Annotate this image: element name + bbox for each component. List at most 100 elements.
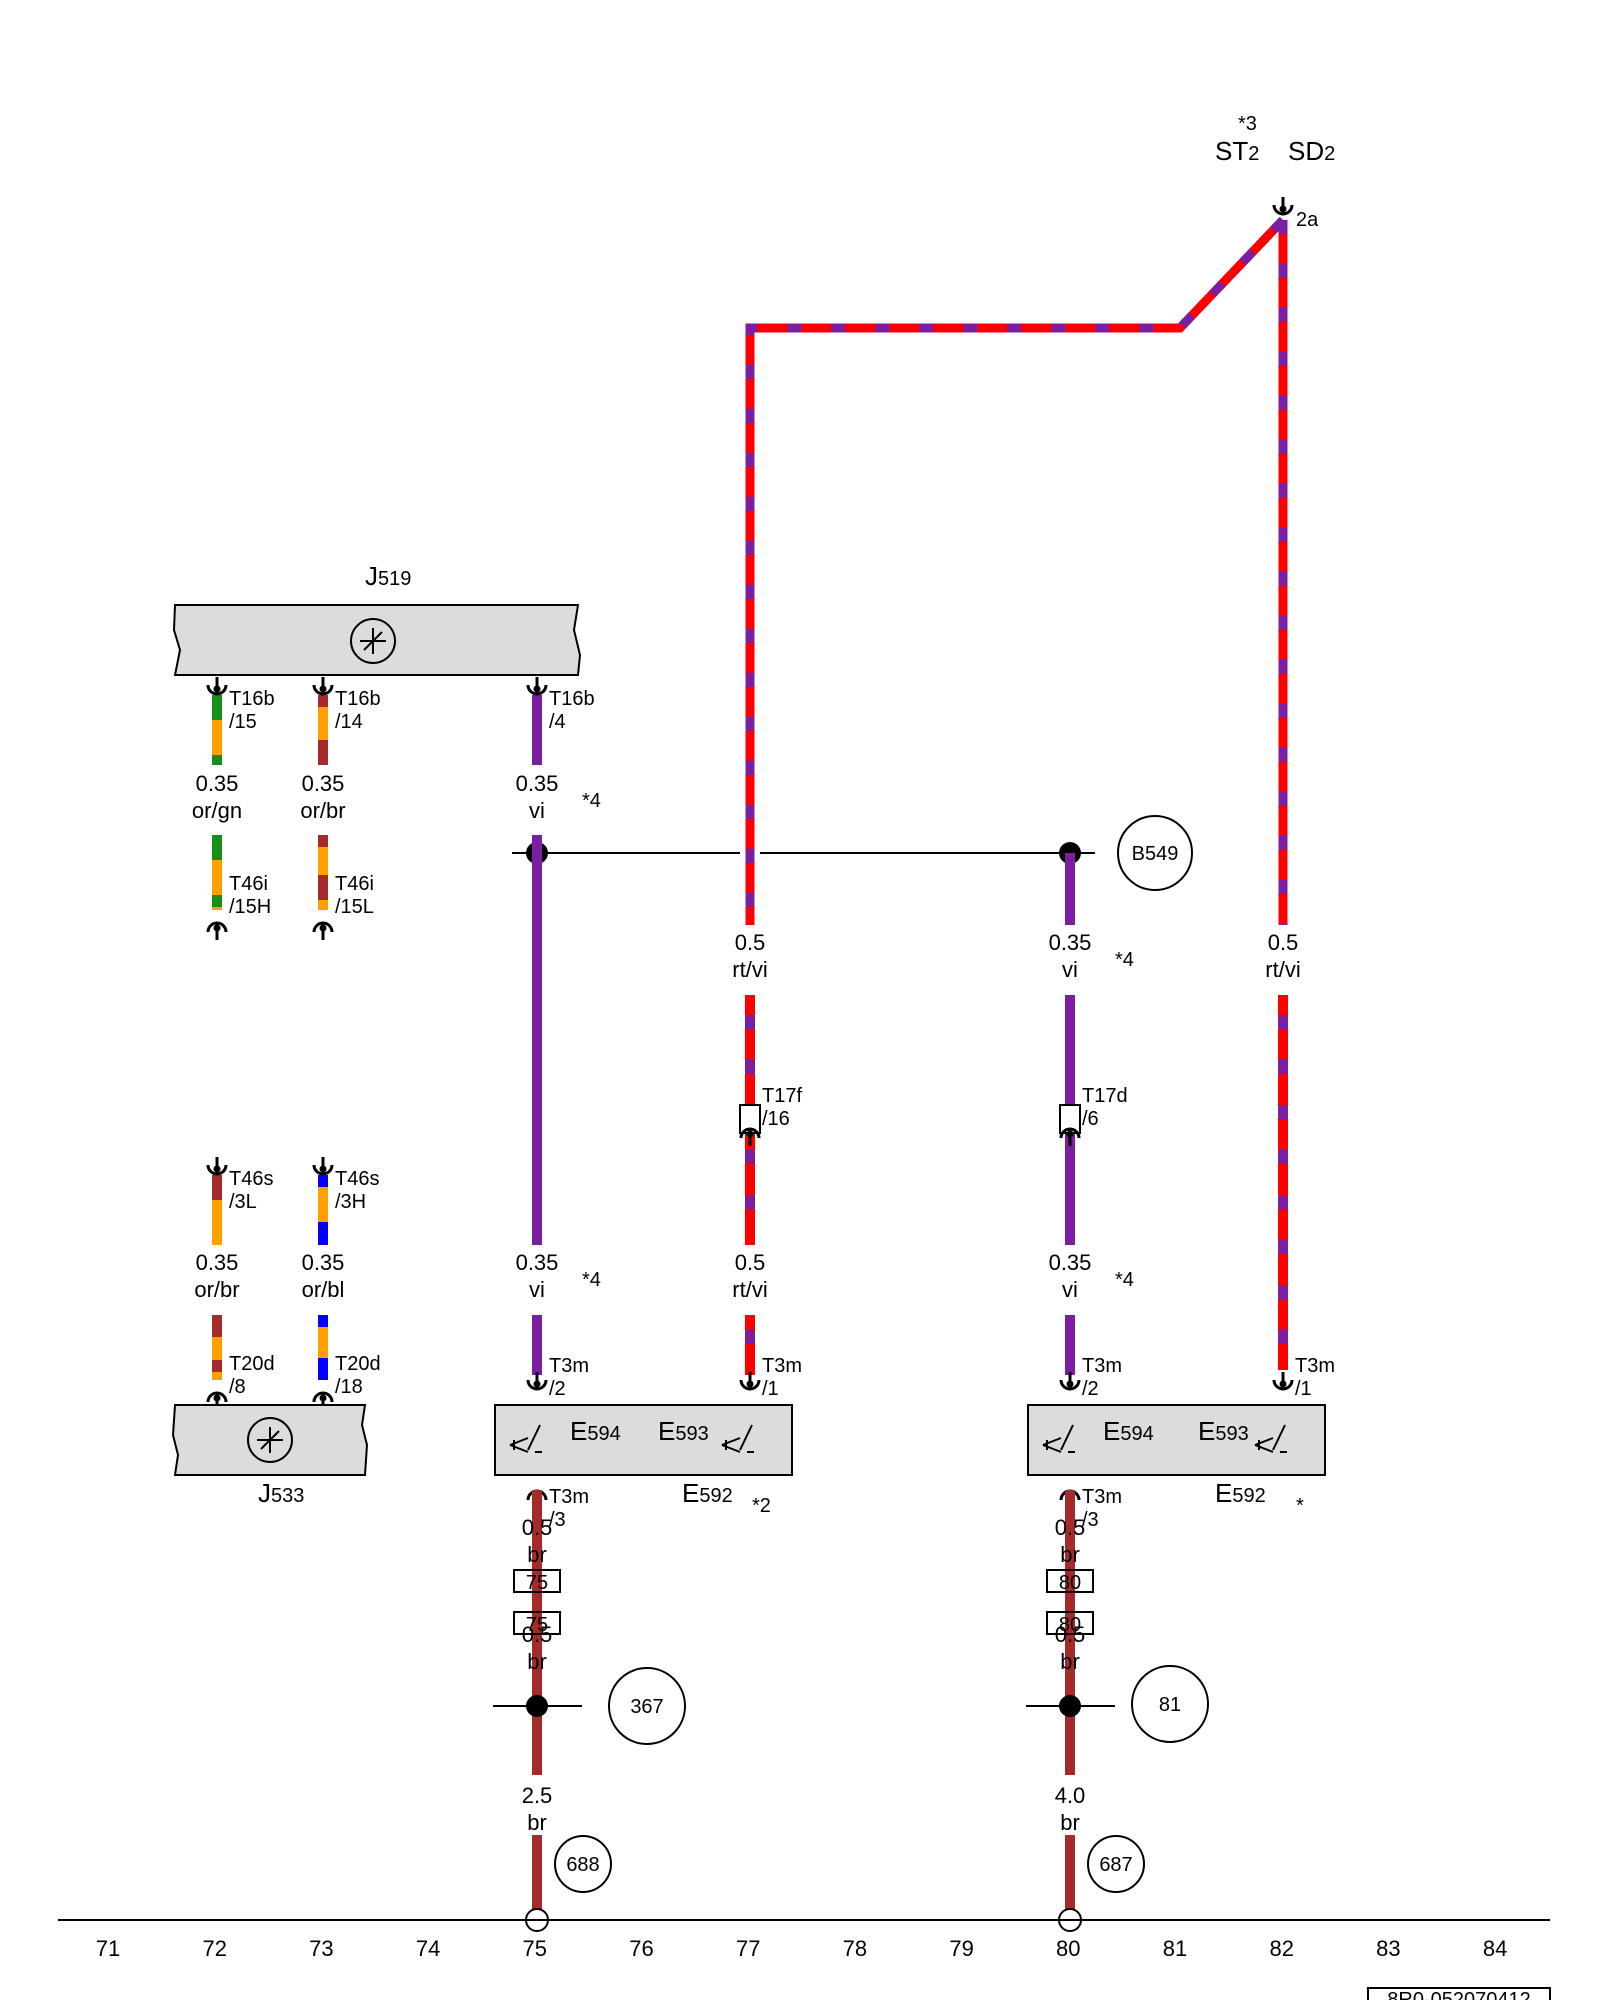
svg-text:br: br [527, 1810, 547, 1835]
svg-text:E592: E592 [682, 1478, 733, 1508]
st2-label: ST2 [1215, 136, 1259, 166]
wire-rt-vi-right [1278, 995, 1288, 1370]
svg-text:rt/vi: rt/vi [732, 1277, 767, 1302]
svg-text:br: br [1060, 1542, 1080, 1567]
scale-label: 75 [523, 1936, 547, 1961]
svg-text:*: * [1296, 1495, 1304, 1517]
svg-text:*4: *4 [582, 1269, 601, 1291]
svg-text:0.5: 0.5 [1055, 1622, 1086, 1647]
scale-label: 73 [309, 1936, 333, 1961]
svg-text:0.35: 0.35 [302, 1250, 345, 1275]
svg-text:0.35: 0.35 [516, 1250, 559, 1275]
svg-text:80: 80 [1059, 1614, 1081, 1636]
svg-text:/1: /1 [1295, 1378, 1312, 1400]
ground-left: 0.5 br 75 75 0.5 br 367 2.5 br 688 [493, 1490, 686, 1932]
svg-text:0.35: 0.35 [1049, 930, 1092, 955]
svg-text:E593: E593 [1198, 1416, 1249, 1446]
svg-text:0.5: 0.5 [735, 1250, 766, 1275]
svg-text:T46i: T46i [229, 873, 268, 895]
scale-label: 83 [1376, 1936, 1400, 1961]
doc-id-box: 8R0-052070412 [1367, 1987, 1551, 2000]
svg-text:0.5: 0.5 [1055, 1515, 1086, 1540]
svg-text:T46s: T46s [229, 1168, 273, 1190]
scale-label: 84 [1483, 1936, 1507, 1961]
scale-label: 82 [1269, 1936, 1293, 1961]
svg-text:rt/vi: rt/vi [1265, 957, 1300, 982]
svg-text:/2: /2 [1082, 1378, 1099, 1400]
j519-label: J519 [365, 561, 411, 591]
scale-label: 79 [949, 1936, 973, 1961]
svg-text:0.35: 0.35 [516, 771, 559, 796]
svg-text:*4: *4 [582, 790, 601, 812]
svg-text:or/br: or/br [194, 1277, 239, 1302]
svg-text:T3m: T3m [1082, 1486, 1122, 1508]
svg-text:/4: /4 [549, 711, 566, 733]
j519-pin-4: T16b /4 0.35 vi *4 [516, 675, 601, 823]
svg-text:0.5: 0.5 [522, 1622, 553, 1647]
svg-text:E594: E594 [570, 1416, 621, 1446]
t46s-3l: T46s /3L 0.35 or/br [194, 1155, 273, 1302]
svg-text:T3m: T3m [549, 1355, 589, 1377]
module-right: T3m /2 T3m /1 E594 E593 T3m /3 E592 * [1027, 1355, 1335, 1531]
svg-text:E592: E592 [1215, 1478, 1266, 1508]
svg-text:T46s: T46s [335, 1168, 379, 1190]
top-pin-connector [1272, 195, 1294, 217]
svg-text:T3m: T3m [1082, 1355, 1122, 1377]
svg-text:75: 75 [526, 1614, 548, 1636]
j533-module: J533 [171, 1404, 369, 1508]
svg-text:E594: E594 [1103, 1416, 1154, 1446]
svg-text:T16b: T16b [229, 688, 275, 710]
svg-text:/8: /8 [229, 1376, 246, 1398]
svg-text:75: 75 [526, 1572, 548, 1594]
svg-text:T20d: T20d [229, 1353, 275, 1375]
svg-text:/15L: /15L [335, 896, 374, 918]
svg-text:/3: /3 [1082, 1509, 1099, 1531]
t20d-18: T20d /18 [312, 1315, 381, 1412]
top-supply: *3 ST2 SD2 2a [1215, 113, 1335, 231]
j533-label: J533 [258, 1478, 304, 1508]
scale-label: 72 [202, 1936, 226, 1961]
svg-text:*4: *4 [1115, 1269, 1134, 1291]
wire-rt-vi-main [745, 216, 1288, 925]
svg-text:/18: /18 [335, 1376, 363, 1398]
svg-text:vi: vi [1062, 1277, 1078, 1302]
svg-text:/3: /3 [549, 1509, 566, 1531]
svg-text:/6: /6 [1082, 1108, 1099, 1130]
wire-vi-left [532, 835, 542, 1245]
svg-text:br: br [527, 1542, 547, 1567]
svg-text:T17d: T17d [1082, 1085, 1128, 1107]
t46s-3h: T46s /3H 0.35 or/bl [302, 1155, 379, 1302]
svg-text:T3m: T3m [762, 1355, 802, 1377]
svg-text:vi: vi [529, 1277, 545, 1302]
svg-text:T3m: T3m [549, 1486, 589, 1508]
top-ref-note: *3 [1238, 113, 1257, 135]
svg-text:0.35: 0.35 [302, 771, 345, 796]
svg-text:687: 687 [1099, 1854, 1132, 1876]
svg-text:80: 80 [1059, 1572, 1081, 1594]
t46i-15l: T46i /15L [312, 835, 374, 942]
svg-text:0.35: 0.35 [196, 771, 239, 796]
wire-vi-b549 [1065, 853, 1075, 925]
svg-text:4.0: 4.0 [1055, 1783, 1086, 1808]
svg-text:/3L: /3L [229, 1191, 257, 1213]
scale-label: 80 [1056, 1936, 1080, 1961]
j519-pin-15: T16b /15 0.35 or/gn [192, 675, 275, 823]
t46i-15h: T46i /15H [206, 835, 271, 942]
svg-text:br: br [527, 1649, 547, 1674]
mid-labels: 0.5 rt/vi 0.35 vi *4 0.5 rt/vi [732, 930, 1300, 982]
svg-text:T16b: T16b [549, 688, 595, 710]
svg-text:or/br: or/br [300, 798, 345, 823]
t20d-8: T20d /8 [206, 1315, 275, 1412]
svg-text:0.35: 0.35 [196, 1250, 239, 1275]
svg-text:0.5: 0.5 [522, 1515, 553, 1540]
svg-text:T3m: T3m [1295, 1355, 1335, 1377]
svg-text:2.5: 2.5 [522, 1783, 553, 1808]
svg-text:/3H: /3H [335, 1191, 366, 1213]
svg-text:vi: vi [529, 798, 545, 823]
svg-text:/1: /1 [762, 1378, 779, 1400]
scale-label: 76 [629, 1936, 653, 1961]
svg-text:T16b: T16b [335, 688, 381, 710]
module-left: T3m /2 T3m /1 E594 E593 T3m /3 E592 *2 [494, 1355, 802, 1531]
svg-text:T46i: T46i [335, 873, 374, 895]
svg-text:E593: E593 [658, 1416, 709, 1446]
